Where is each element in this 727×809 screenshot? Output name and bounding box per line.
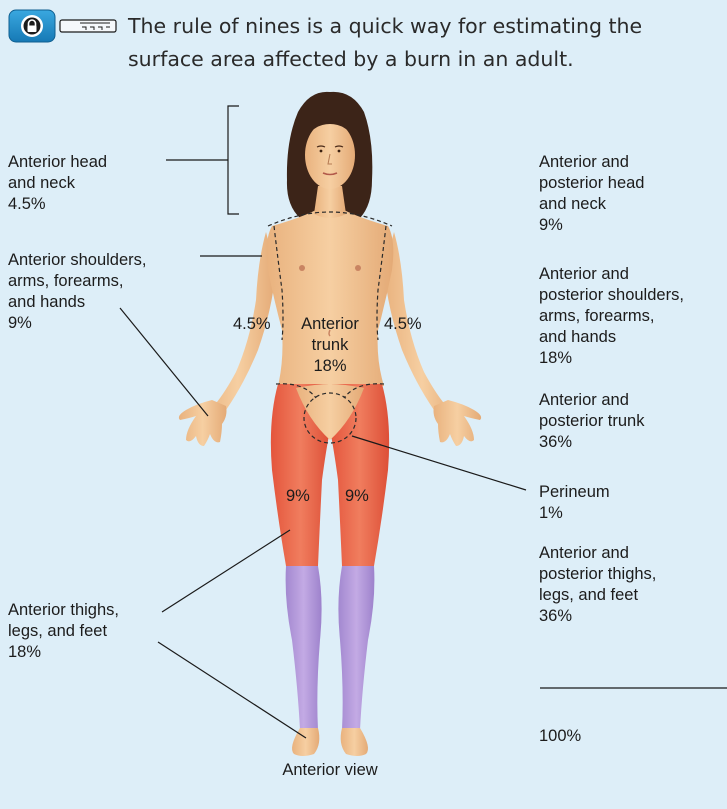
caption: Anterior view	[0, 760, 660, 781]
head-bracket	[228, 106, 239, 214]
right-hand	[434, 400, 482, 446]
foot-leader	[158, 642, 306, 738]
thigh-leader	[162, 530, 290, 612]
label-perineum: Perineum 1%	[539, 482, 610, 524]
label-anterior-head: Anterior head and neck 4.5%	[8, 152, 107, 215]
right-foot	[341, 728, 368, 756]
label-anterior-legs: Anterior thighs, legs, and feet 18%	[8, 600, 119, 663]
left-arm-percent: 4.5%	[233, 314, 271, 335]
label-anterior-arms: Anterior shoulders, arms, forearms, and …	[8, 250, 147, 334]
label-total-sum: 100%	[539, 726, 581, 747]
label-total-arms: Anterior and posterior shoulders, arms, …	[539, 264, 684, 369]
left-hand	[179, 400, 227, 446]
right-thigh-percent: 9%	[345, 486, 369, 507]
label-total-head: Anterior and posterior head and neck 9%	[539, 152, 645, 236]
left-lower-leg	[286, 566, 322, 730]
label-total-trunk: Anterior and posterior trunk 36%	[539, 390, 644, 453]
right-arm-percent: 4.5%	[384, 314, 422, 335]
trunk-label: Anterior trunk 18%	[290, 314, 370, 377]
label-total-legs: Anterior and posterior thighs, legs, and…	[539, 543, 656, 627]
neck	[314, 186, 346, 218]
left-thigh-percent: 9%	[286, 486, 310, 507]
right-lower-leg	[338, 566, 374, 730]
